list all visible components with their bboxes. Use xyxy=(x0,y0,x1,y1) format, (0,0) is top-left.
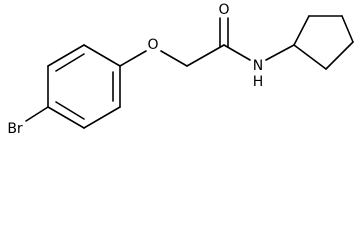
carbonyl-oxygen-label: O xyxy=(218,2,229,18)
ring-bond-5 xyxy=(47,106,85,129)
amide-nitrogen-label: N xyxy=(253,58,263,74)
cyclopentane-bond-3 xyxy=(341,15,354,43)
benzene-ring xyxy=(47,44,121,129)
ring-to-oxygen-bond xyxy=(119,50,147,67)
carbonyl-to-nitrogen-bond xyxy=(223,44,251,61)
nitrogen-to-cyclopentyl-bond xyxy=(265,44,295,61)
ring-bond-4 xyxy=(83,106,121,129)
cyclopentane-bond-4 xyxy=(325,41,354,70)
chemical-structure-diagram: Br O O N H xyxy=(7,2,354,137)
cyclopentane-bond-5 xyxy=(293,44,327,70)
ring-double-bond-inner-1 xyxy=(55,53,85,72)
ring-bond-1 xyxy=(47,44,85,67)
bromine-label: Br xyxy=(7,121,23,137)
ring-bond-2 xyxy=(83,44,121,67)
bromine-bond xyxy=(25,106,49,122)
amide-hydrogen-label: H xyxy=(253,74,264,90)
cyclopentane-ring xyxy=(293,15,354,70)
cyclopentane-bond-1 xyxy=(293,15,310,46)
oxygen-to-ch2-bond xyxy=(160,50,188,67)
ring-double-bond-inner-3 xyxy=(55,101,85,120)
ether-oxygen-label: O xyxy=(147,37,158,53)
ch2-to-carbonyl-bond xyxy=(186,44,225,67)
